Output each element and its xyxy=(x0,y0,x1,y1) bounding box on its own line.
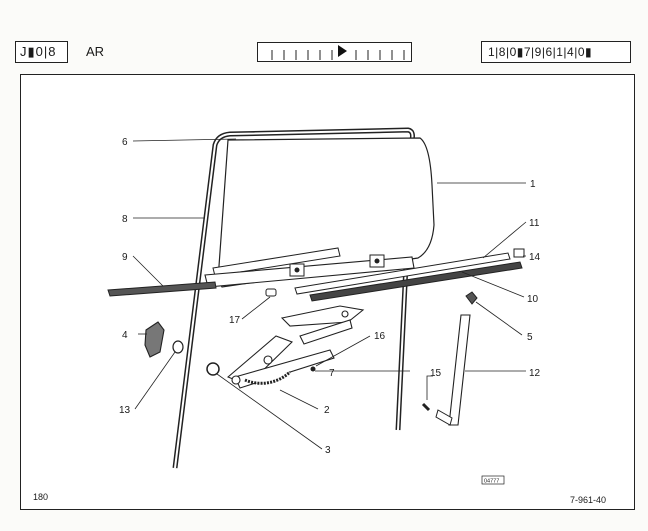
callout-6: 6 xyxy=(122,137,128,148)
reference-number-box: 1|8|0▮7|9|6|1|4|0▮ xyxy=(481,41,631,63)
outer-weatherstrip xyxy=(107,281,217,297)
callout-9: 9 xyxy=(122,252,128,263)
drawing-stamp: 04777 xyxy=(484,479,499,485)
leader-lines xyxy=(132,138,527,450)
callout-10: 10 xyxy=(527,294,539,305)
spacer-17 xyxy=(265,288,277,297)
handle-bracket-4 xyxy=(144,321,165,358)
document-reference: 7-961-40 xyxy=(569,495,606,505)
window-frame-seal xyxy=(172,127,415,469)
window-glass xyxy=(217,137,435,288)
callout-17: 17 xyxy=(229,315,241,326)
inner-weatherstrip xyxy=(294,252,511,295)
bushing-13 xyxy=(172,340,184,354)
callout-8: 8 xyxy=(122,214,128,225)
section-scale-ticks xyxy=(271,45,405,60)
section-scale-box xyxy=(257,42,412,62)
callout-14: 14 xyxy=(529,252,541,263)
clip-14 xyxy=(513,248,525,258)
guide-rail-foot xyxy=(435,409,453,426)
callout-4: 4 xyxy=(122,330,128,341)
guide-bracket-5 xyxy=(465,291,478,305)
inner-strip xyxy=(309,261,523,302)
callout-5: 5 xyxy=(527,332,533,343)
callout-13: 13 xyxy=(119,405,131,416)
page-number: 180 xyxy=(33,492,49,502)
callout-12: 12 xyxy=(529,368,541,379)
drawing-stamp-box xyxy=(481,475,505,485)
reference-number: 1|8|0▮7|9|6|1|4|0▮ xyxy=(488,45,593,59)
window-regulator xyxy=(226,305,365,389)
callout-2: 2 xyxy=(324,405,330,416)
callout-11: 11 xyxy=(529,218,540,229)
callout-16: 16 xyxy=(374,331,386,342)
washer-3 xyxy=(206,362,220,376)
callout-7: 7 xyxy=(329,368,335,379)
callout-15: 15 xyxy=(430,368,442,379)
model-code: J▮0|8 xyxy=(20,44,57,59)
section-marker-icon xyxy=(338,45,347,57)
nut-16 xyxy=(310,366,316,372)
guide-rail-12 xyxy=(448,314,471,426)
callout-labels: 1 2 3 4 5 6 7 8 9 10 11 12 13 14 15 16 1… xyxy=(119,137,541,456)
callout-3: 3 xyxy=(325,445,331,456)
screw-15 xyxy=(421,402,431,412)
callout-1: 1 xyxy=(530,179,536,190)
model-code-suffix: AR xyxy=(86,44,105,59)
model-code-box: J▮0|8 xyxy=(15,41,68,63)
